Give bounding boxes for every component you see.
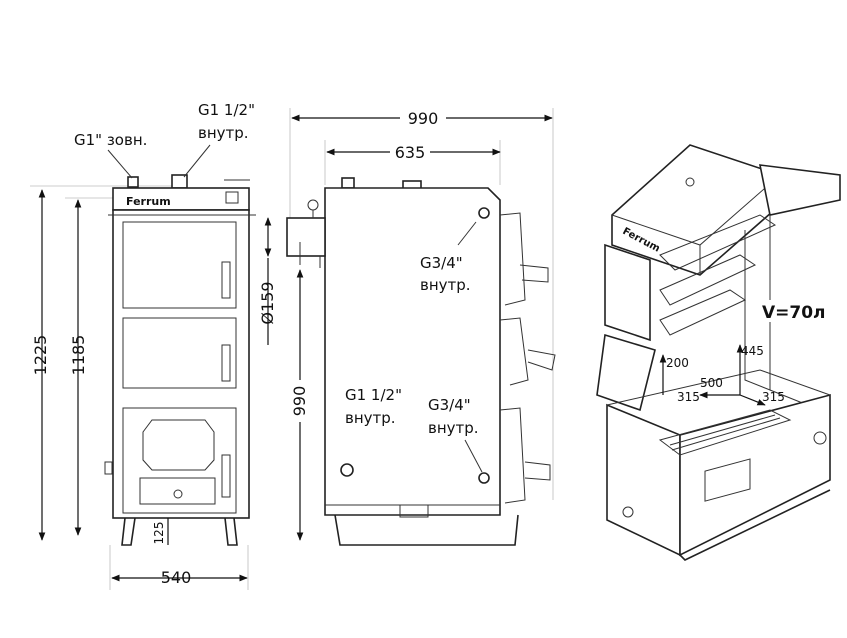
label-upper-g3-4-line1: G3/4": [420, 254, 463, 272]
brand-logo: Ferrum: [126, 195, 171, 208]
dim-315-right: 315: [762, 390, 785, 404]
boiler-body-side: [324, 187, 501, 516]
dim-flue-diameter: Ø159: [258, 281, 277, 324]
dim-height-body: 1185: [69, 335, 88, 376]
port-g3-4-lower: [478, 472, 490, 484]
dim-depth-total: 990: [408, 109, 439, 128]
side-view: 990 635 Ø159 990: [258, 108, 556, 546]
label-g1-outer: G1" зовн.: [74, 131, 147, 149]
dim-leg-height: 125: [152, 522, 166, 545]
dim-500: 500: [700, 376, 723, 390]
label-upper-g3-4-line2: внутр.: [420, 276, 471, 294]
dim-445: 445: [741, 344, 764, 358]
label-lower-g3-4-line1: G3/4": [428, 396, 471, 414]
middle-door: [122, 317, 237, 389]
label-lower-g1-1-2-line2: внутр.: [345, 409, 396, 427]
dim-flue-height: 990: [290, 386, 309, 417]
dim-315-left: 315: [677, 390, 700, 404]
label-lower-g3-4-line2: внутр.: [428, 419, 479, 437]
dim-width: 540: [161, 568, 192, 587]
port-g3-4-upper: [478, 207, 490, 219]
port-g1-1-2-lower: [340, 463, 354, 477]
dim-height-total: 1225: [31, 335, 50, 376]
dim-200: 200: [666, 356, 689, 370]
upper-door: [122, 221, 237, 309]
front-view: Ferrum 1225 1185 125 540 G1" зовн. G1 1/…: [30, 101, 256, 590]
label-g1-1-2-line1: G1 1/2": [198, 101, 255, 119]
label-g1-1-2-line2: внутр.: [198, 124, 249, 142]
door-window: [142, 419, 215, 471]
label-volume: V=70л: [762, 303, 826, 323]
outlet-pipe-g1: [127, 176, 139, 188]
label-lower-g1-1-2-line1: G1 1/2": [345, 386, 402, 404]
flue-outlet: [286, 217, 326, 257]
isometric-cutaway-view: Ferrum: [596, 144, 841, 561]
boiler-body-front: [112, 209, 250, 519]
outlet-pipe-g1-1-2: [171, 174, 188, 189]
ash-door: [139, 477, 216, 505]
dim-depth-body: 635: [395, 143, 426, 162]
lower-door: [122, 407, 237, 514]
